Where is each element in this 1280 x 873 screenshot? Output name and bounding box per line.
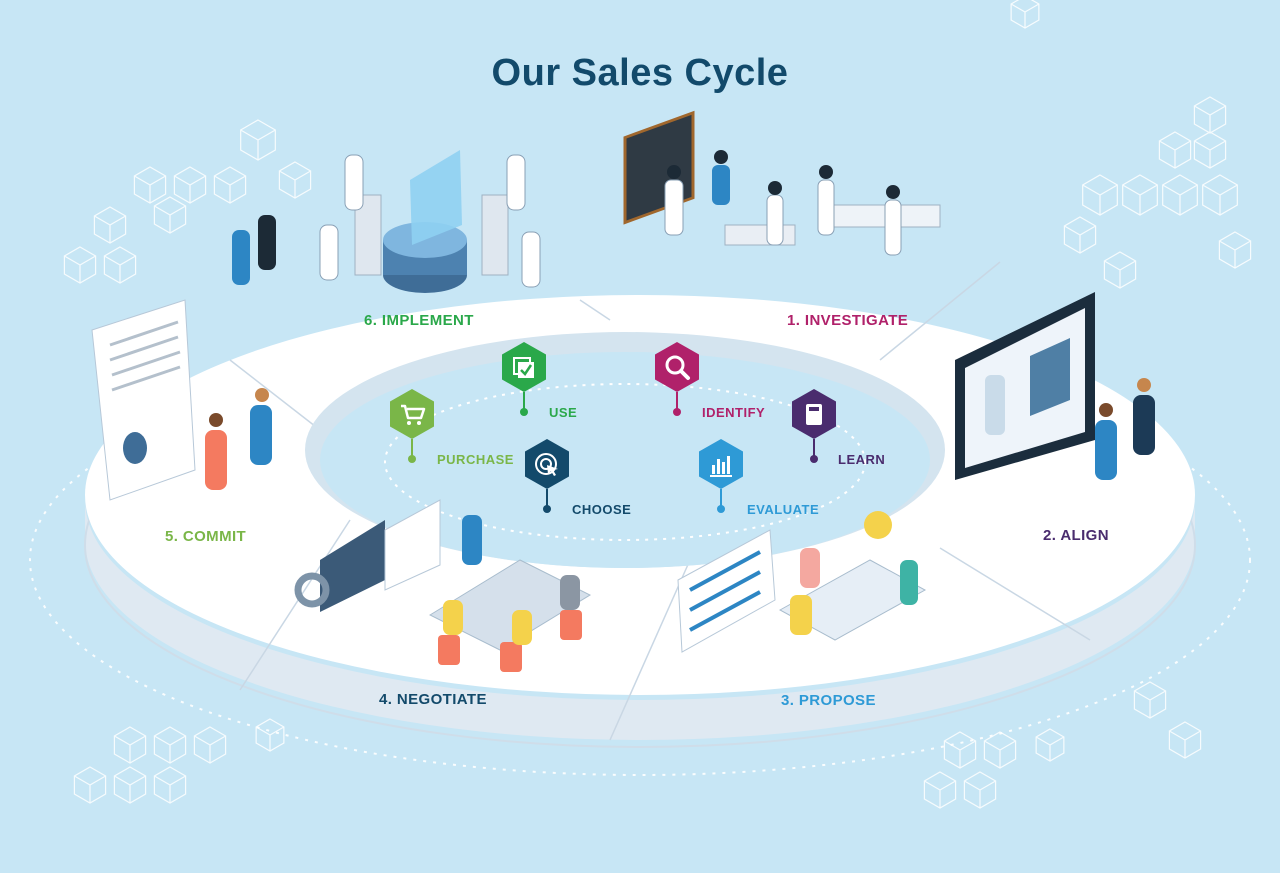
stage-label-align: 2. ALIGN <box>1043 527 1109 544</box>
page-title: Our Sales Cycle <box>491 52 789 94</box>
align-scene <box>955 292 1155 480</box>
platform-side <box>85 500 1195 740</box>
magnifier-icon <box>654 342 700 418</box>
stage-label-negotiate: 4. NEGOTIATE <box>379 691 487 708</box>
inner-well <box>320 352 930 568</box>
negotiate-scene <box>294 499 592 672</box>
step-label-choose: CHOOSE <box>572 502 632 517</box>
step-label-use: USE <box>549 405 578 420</box>
bar-chart-icon <box>698 439 744 515</box>
target-cursor-icon <box>524 439 570 515</box>
step-label-learn: LEARN <box>838 452 886 467</box>
shopping-cart-icon <box>389 389 435 465</box>
implement-scene <box>232 150 541 293</box>
step-label-identify: IDENTIFY <box>702 405 766 420</box>
stage-label-implement: 6. IMPLEMENT <box>364 312 474 329</box>
stage-label-investigate: 1. INVESTIGATE <box>787 312 909 329</box>
segment-dividers <box>229 261 1091 741</box>
step-label-purchase: PURCHASE <box>437 452 514 467</box>
checkbox-icon <box>501 342 547 418</box>
commit-scene <box>91 299 272 501</box>
stage-label-propose: 3. PROPOSE <box>781 692 876 709</box>
book-icon <box>791 389 837 465</box>
propose-scene <box>677 511 927 653</box>
inner-orbit <box>384 383 866 541</box>
stage-label-commit: 5. COMMIT <box>165 528 247 545</box>
outer-orbit <box>29 344 1251 776</box>
investigate-scene <box>623 110 941 256</box>
decorative-cubes <box>63 0 1252 809</box>
step-label-evaluate: EVALUATE <box>747 502 820 517</box>
